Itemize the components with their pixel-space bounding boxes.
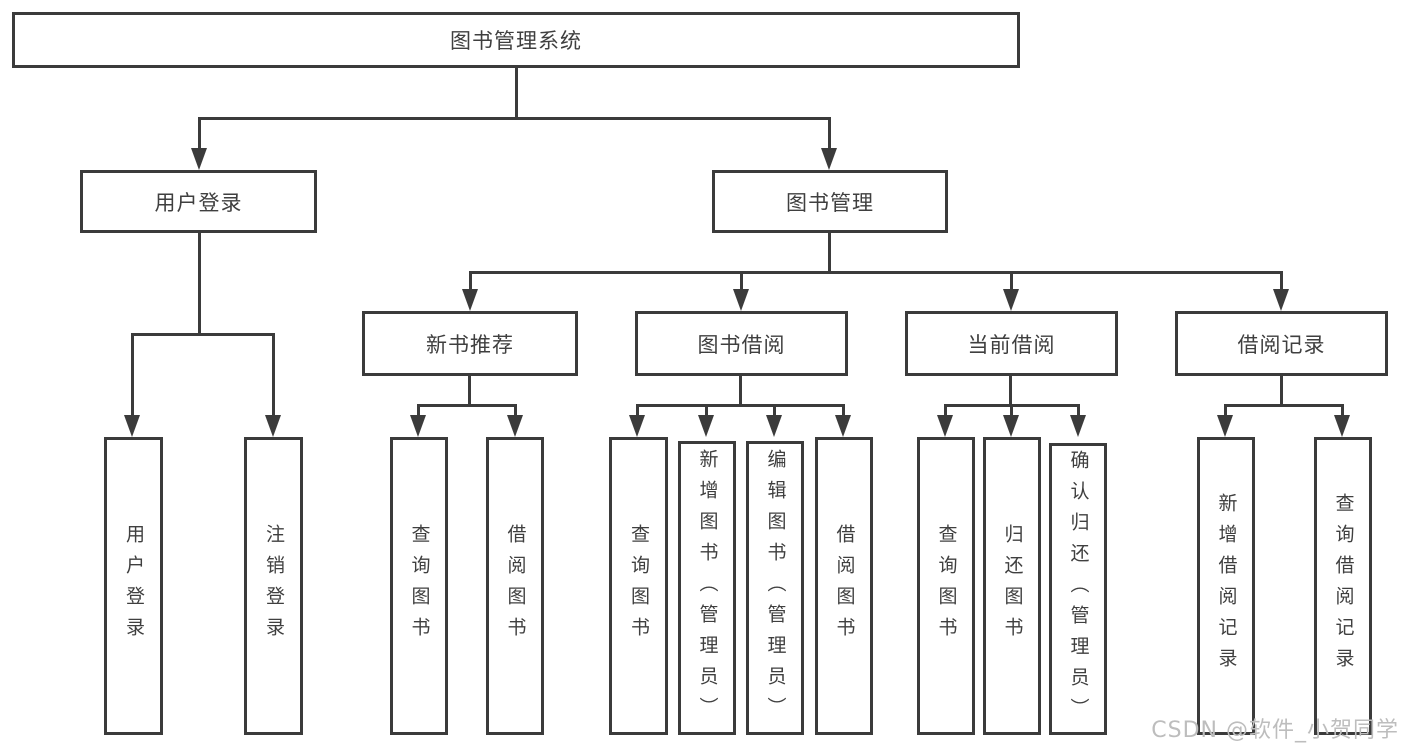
connector-drop-add-books: [705, 404, 708, 417]
leaf-search-books-1-label: 查询图书: [408, 524, 431, 648]
leaf-search-borrow-record: 查询借阅记录: [1314, 437, 1372, 735]
leaf-add-borrow-record-label: 新增借阅记录: [1215, 493, 1238, 679]
connector-drop-borrow-records: [1280, 271, 1283, 291]
connector-drop-user-login: [198, 117, 201, 150]
leaf-borrow-books-2: 借阅图书: [815, 437, 873, 735]
leaf-user-login-label: 用户登录: [123, 524, 145, 648]
csdn-watermark: CSDN @软件_小贺同学: [1151, 718, 1399, 743]
leaf-search-books-1: 查询图书: [390, 437, 448, 735]
connector-drop-book-management: [828, 117, 831, 150]
leaf-return-books-label: 归还图书: [1001, 524, 1024, 648]
connector-new-book-trunk: [468, 376, 471, 406]
arrowhead-leaf-user-login: [124, 415, 140, 437]
connector-drop-book-borrow: [740, 271, 743, 291]
arrowhead-search-books-1: [410, 415, 426, 437]
node-current-borrow-label: 当前借阅: [967, 332, 1056, 357]
leaf-borrow-books-1-label: 借阅图书: [504, 524, 527, 648]
connector-user-login-trunk: [198, 233, 201, 335]
node-current-borrow: 当前借阅: [905, 311, 1118, 376]
leaf-search-books-3-label: 查询图书: [935, 524, 958, 648]
leaf-add-books-admin-label: 新增图书（管理员）: [696, 448, 719, 728]
arrowhead-return-books: [1003, 415, 1019, 437]
connector-borrow-records-trunk: [1280, 376, 1283, 406]
connector-new-book-branch: [417, 404, 517, 407]
leaf-confirm-return-admin-label: 确认归还（管理员）: [1067, 449, 1090, 729]
arrowhead-add-borrow-record: [1217, 415, 1233, 437]
node-borrow-records: 借阅记录: [1175, 311, 1388, 376]
leaf-add-books-admin: 新增图书（管理员）: [678, 441, 736, 735]
leaf-return-books: 归还图书: [983, 437, 1041, 735]
leaf-search-borrow-record-label: 查询借阅记录: [1332, 493, 1355, 679]
arrowhead-book-borrow: [733, 289, 749, 311]
connector-drop-new-book: [469, 271, 472, 291]
connector-drop-search-books-1: [417, 404, 420, 417]
node-root: 图书管理系统: [12, 12, 1020, 68]
connector-book-management-branch: [469, 271, 1283, 274]
connector-drop-return-books: [1010, 404, 1013, 417]
leaf-logout: 注销登录: [244, 437, 303, 735]
connector-drop-search-books-2: [636, 404, 639, 417]
connector-book-borrow-trunk: [739, 376, 742, 406]
leaf-borrow-books-1: 借阅图书: [486, 437, 544, 735]
arrowhead-borrow-records: [1273, 289, 1289, 311]
node-borrow-records-label: 借阅记录: [1237, 332, 1326, 357]
leaf-edit-books-admin-label: 编辑图书（管理员）: [764, 448, 787, 728]
connector-drop-leaf-logout: [272, 333, 275, 417]
connector-borrow-records-branch: [1224, 404, 1344, 407]
leaf-confirm-return-admin: 确认归还（管理员）: [1049, 443, 1107, 735]
arrowhead-borrow-books-1: [507, 415, 523, 437]
arrowhead-new-book: [462, 289, 478, 311]
arrowhead-confirm-return: [1070, 415, 1086, 437]
arrowhead-leaf-logout: [265, 415, 281, 437]
connector-root-branch: [198, 117, 831, 120]
arrowhead-search-books-3: [937, 415, 953, 437]
arrowhead-user-login: [191, 148, 207, 170]
connector-current-borrow-trunk: [1009, 376, 1012, 406]
arrowhead-borrow-books-2: [835, 415, 851, 437]
leaf-search-books-3: 查询图书: [917, 437, 975, 735]
node-root-label: 图书管理系统: [450, 29, 582, 53]
node-user-login-label: 用户登录: [154, 190, 243, 215]
arrowhead-add-books: [698, 415, 714, 437]
node-new-book-recommend-label: 新书推荐: [426, 332, 514, 357]
node-book-management-label: 图书管理: [786, 190, 874, 215]
connector-drop-confirm-return: [1077, 404, 1080, 417]
leaf-borrow-books-2-label: 借阅图书: [833, 524, 856, 648]
node-book-management: 图书管理: [712, 170, 948, 233]
arrowhead-search-books-2: [629, 415, 645, 437]
arrowhead-edit-books: [766, 415, 782, 437]
leaf-search-books-2: 查询图书: [609, 437, 668, 735]
connector-root-trunk: [515, 68, 518, 120]
connector-drop-borrow-books-1: [514, 404, 517, 417]
leaf-add-borrow-record: 新增借阅记录: [1197, 437, 1255, 735]
connector-drop-search-borrow-record: [1341, 404, 1344, 417]
leaf-edit-books-admin: 编辑图书（管理员）: [746, 441, 804, 735]
leaf-logout-label: 注销登录: [263, 524, 285, 648]
node-book-borrow: 图书借阅: [635, 311, 848, 376]
arrowhead-current-borrow: [1003, 289, 1019, 311]
connector-drop-edit-books: [773, 404, 776, 417]
arrowhead-search-borrow-record: [1334, 415, 1350, 437]
connector-drop-search-books-3: [944, 404, 947, 417]
node-user-login: 用户登录: [80, 170, 317, 233]
connector-drop-current-borrow: [1010, 271, 1013, 291]
arrowhead-book-management: [821, 148, 837, 170]
leaf-user-login: 用户登录: [104, 437, 163, 735]
leaf-search-books-2-label: 查询图书: [628, 524, 650, 648]
node-book-borrow-label: 图书借阅: [697, 332, 786, 357]
connector-drop-borrow-books-2: [842, 404, 845, 417]
connector-drop-leaf-user-login: [131, 333, 134, 417]
connector-drop-add-borrow-record: [1224, 404, 1227, 417]
node-new-book-recommend: 新书推荐: [362, 311, 578, 376]
connector-book-management-trunk: [828, 233, 831, 274]
connector-book-borrow-branch: [636, 404, 844, 407]
connector-user-login-branch: [131, 333, 275, 336]
